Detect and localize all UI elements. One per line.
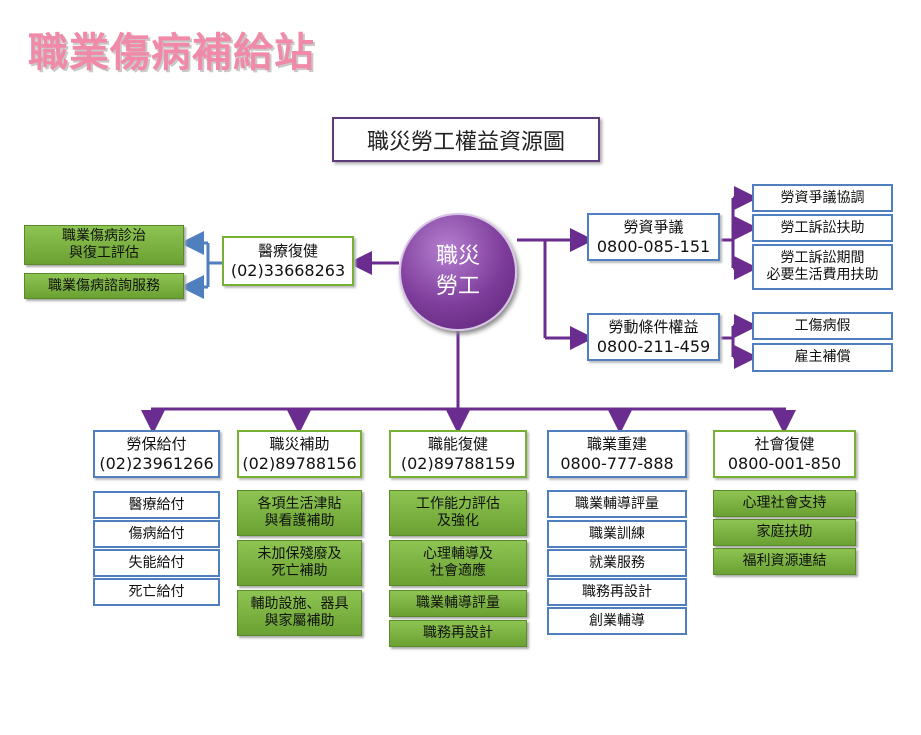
dispute-node: 勞資爭議 0800-085-151 bbox=[587, 213, 720, 261]
column-item: 未加保殘廢及 死亡補助 bbox=[237, 540, 362, 586]
dispute-item: 勞資爭議協調 bbox=[752, 184, 893, 212]
page-title: 職業傷病補給站 bbox=[28, 29, 315, 76]
column-header: 勞保給付 (02)23961266 bbox=[93, 430, 220, 478]
column-item: 家庭扶助 bbox=[713, 519, 856, 546]
column-header: 職災補助 (02)89788156 bbox=[237, 430, 362, 478]
dispute-item: 勞工訴訟扶助 bbox=[752, 214, 893, 242]
medical-node: 醫療復健 (02)33668263 bbox=[222, 236, 354, 286]
center-node: 職災 勞工 bbox=[399, 213, 517, 331]
labor-name: 勞動條件權益 bbox=[608, 318, 699, 336]
labor-item: 工傷病假 bbox=[752, 312, 893, 340]
column-item: 職業輔導評量 bbox=[389, 590, 527, 617]
column-item: 職業訓練 bbox=[547, 520, 687, 548]
center-line2: 勞工 bbox=[435, 274, 480, 299]
column-header: 職能復健 (02)89788159 bbox=[389, 430, 527, 478]
column-phone: 0800-001-850 bbox=[727, 454, 842, 473]
column-phone: (02)89788159 bbox=[400, 454, 516, 473]
column-item: 醫療給付 bbox=[93, 491, 220, 519]
column-phone: (02)23961266 bbox=[99, 454, 214, 473]
medical-item: 職業傷病諮詢服務 bbox=[24, 273, 184, 299]
column-item: 死亡給付 bbox=[93, 578, 220, 606]
column-item: 輔助設施、器具 與家屬補助 bbox=[237, 590, 362, 636]
medical-item: 職業傷病診治 與復工評估 bbox=[24, 225, 184, 265]
column-name: 勞保給付 bbox=[126, 435, 187, 453]
column-name: 職災補助 bbox=[269, 435, 330, 453]
medical-name: 醫療復健 bbox=[257, 242, 318, 260]
column-item: 心理輔導及 社會適應 bbox=[389, 540, 527, 586]
column-name: 職業重建 bbox=[586, 435, 647, 453]
diagram-title: 職災勞工權益資源圖 bbox=[332, 117, 600, 162]
column-item: 就業服務 bbox=[547, 549, 687, 577]
dispute-phone: 0800-085-151 bbox=[596, 237, 711, 256]
column-item: 失能給付 bbox=[93, 549, 220, 577]
dispute-item: 勞工訴訟期間 必要生活費用扶助 bbox=[752, 244, 893, 290]
column-item: 職業輔導評量 bbox=[547, 490, 687, 518]
column-phone: 0800-777-888 bbox=[560, 454, 674, 473]
column-item: 福利資源連結 bbox=[713, 548, 856, 575]
column-item: 傷病給付 bbox=[93, 520, 220, 548]
labor-phone: 0800-211-459 bbox=[596, 337, 711, 356]
dispute-name: 勞資爭議 bbox=[623, 218, 684, 236]
column-item: 各項生活津貼 與看護補助 bbox=[237, 490, 362, 536]
medical-phone: (02)33668263 bbox=[230, 261, 346, 280]
column-item: 工作能力評估 及強化 bbox=[389, 490, 527, 536]
labor-item: 雇主補償 bbox=[752, 343, 893, 372]
center-line1: 職災 bbox=[435, 244, 480, 269]
column-name: 職能復健 bbox=[427, 435, 488, 453]
column-item: 職務再設計 bbox=[547, 578, 687, 606]
column-name: 社會復健 bbox=[754, 435, 815, 453]
column-item: 職務再設計 bbox=[389, 620, 527, 647]
column-header: 職業重建 0800-777-888 bbox=[547, 430, 687, 478]
column-item: 心理社會支持 bbox=[713, 490, 856, 517]
column-phone: (02)89788156 bbox=[242, 454, 357, 473]
column-item: 創業輔導 bbox=[547, 607, 687, 635]
column-header: 社會復健 0800-001-850 bbox=[713, 430, 856, 478]
labor-node: 勞動條件權益 0800-211-459 bbox=[587, 313, 720, 361]
